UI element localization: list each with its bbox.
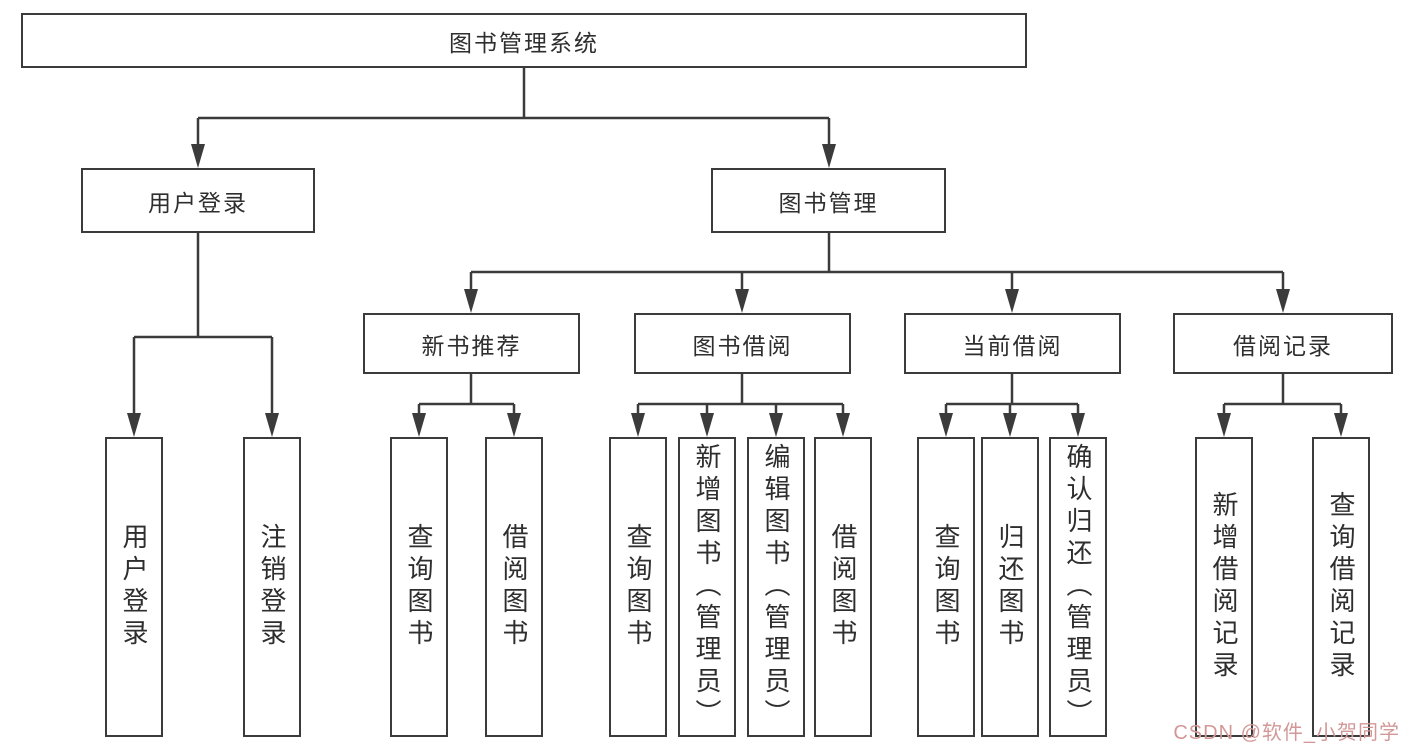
arrowhead-icon [631, 413, 645, 437]
arrowhead-icon [265, 413, 279, 437]
leaf-record-query-label: 查询借阅记录 [1326, 491, 1356, 683]
leaf-logout-label: 注销登录 [257, 523, 287, 651]
arrowhead-icon [822, 144, 836, 168]
leaf-borrowing-borrow-books-label: 借阅图书 [828, 523, 858, 651]
arrowhead-icon [412, 413, 426, 437]
node-current-borrowing: 当前借阅 [904, 313, 1121, 374]
connector-login-to-leaves [127, 233, 279, 437]
arrowhead-icon [1276, 289, 1290, 313]
leaf-recommend-borrow-books-label: 借阅图书 [499, 523, 529, 651]
node-new-book-recommend: 新书推荐 [363, 313, 580, 374]
leaf-record-add: 新增借阅记录 [1195, 437, 1253, 737]
leaf-current-return-books-label: 归还图书 [995, 523, 1025, 651]
leaf-borrowing-query-books-label: 查询图书 [623, 523, 653, 651]
arrowhead-icon [1217, 413, 1231, 437]
node-book-management: 图书管理 [711, 168, 946, 233]
connector-borrowmgmt-to-leaves [631, 374, 850, 437]
node-user-login: 用户登录 [81, 168, 315, 233]
leaf-recommend-borrow-books: 借阅图书 [485, 437, 543, 737]
arrowhead-icon [1334, 413, 1348, 437]
leaf-borrowing-edit-books-admin: 编辑图书（管理员） [747, 437, 805, 737]
arrowhead-icon [191, 144, 205, 168]
connector-root-to-level1 [191, 68, 836, 168]
leaf-borrowing-add-books-admin: 新增图书（管理员） [678, 437, 736, 737]
leaf-current-query-books-label: 查询图书 [931, 523, 961, 651]
arrowhead-icon [1003, 413, 1017, 437]
leaf-recommend-query-books-label: 查询图书 [404, 523, 434, 651]
node-borrowing-records: 借阅记录 [1173, 313, 1393, 374]
leaf-current-query-books: 查询图书 [917, 437, 975, 737]
node-new-book-recommend-label: 新书推荐 [421, 332, 522, 359]
leaf-user-login: 用户登录 [105, 437, 163, 737]
connector-recommend-to-leaves [412, 374, 521, 437]
leaf-borrowing-borrow-books: 借阅图书 [814, 437, 872, 737]
arrowhead-icon [1071, 413, 1085, 437]
node-user-login-label: 用户登录 [148, 189, 248, 216]
node-current-borrowing-label: 当前借阅 [962, 332, 1063, 359]
node-borrowing-records-label: 借阅记录 [1233, 332, 1333, 359]
node-root-system-label: 图书管理系统 [449, 29, 599, 56]
node-book-management-label: 图书管理 [778, 189, 879, 216]
arrowhead-icon [127, 413, 141, 437]
connector-mgmt-to-level2 [464, 233, 1290, 313]
arrowhead-icon [1005, 289, 1019, 313]
connector-current-to-leaves [939, 374, 1085, 437]
leaf-recommend-query-books: 查询图书 [390, 437, 448, 737]
arrowhead-icon [836, 413, 850, 437]
leaf-logout: 注销登录 [243, 437, 301, 737]
arrowhead-icon [769, 413, 783, 437]
arrowhead-icon [735, 289, 749, 313]
arrowhead-icon [700, 413, 714, 437]
node-root-system: 图书管理系统 [21, 13, 1027, 68]
node-book-borrowing: 图书借阅 [634, 313, 851, 374]
arrowhead-icon [464, 289, 478, 313]
leaf-current-confirm-return-admin-label: 确认归还（管理员） [1063, 443, 1093, 731]
node-book-borrowing-label: 图书借阅 [692, 332, 793, 359]
arrowhead-icon [507, 413, 521, 437]
leaf-borrowing-add-books-admin-label: 新增图书（管理员） [692, 443, 722, 731]
leaf-record-query: 查询借阅记录 [1312, 437, 1370, 737]
leaf-borrowing-edit-books-admin-label: 编辑图书（管理员） [761, 443, 791, 731]
connector-record-to-leaves [1217, 374, 1348, 437]
leaf-record-add-label: 新增借阅记录 [1209, 491, 1239, 683]
leaf-borrowing-query-books: 查询图书 [609, 437, 667, 737]
arrowhead-icon [939, 413, 953, 437]
leaf-current-return-books: 归还图书 [981, 437, 1039, 737]
leaf-current-confirm-return-admin: 确认归还（管理员） [1049, 437, 1107, 737]
leaf-user-login-label: 用户登录 [119, 523, 149, 651]
